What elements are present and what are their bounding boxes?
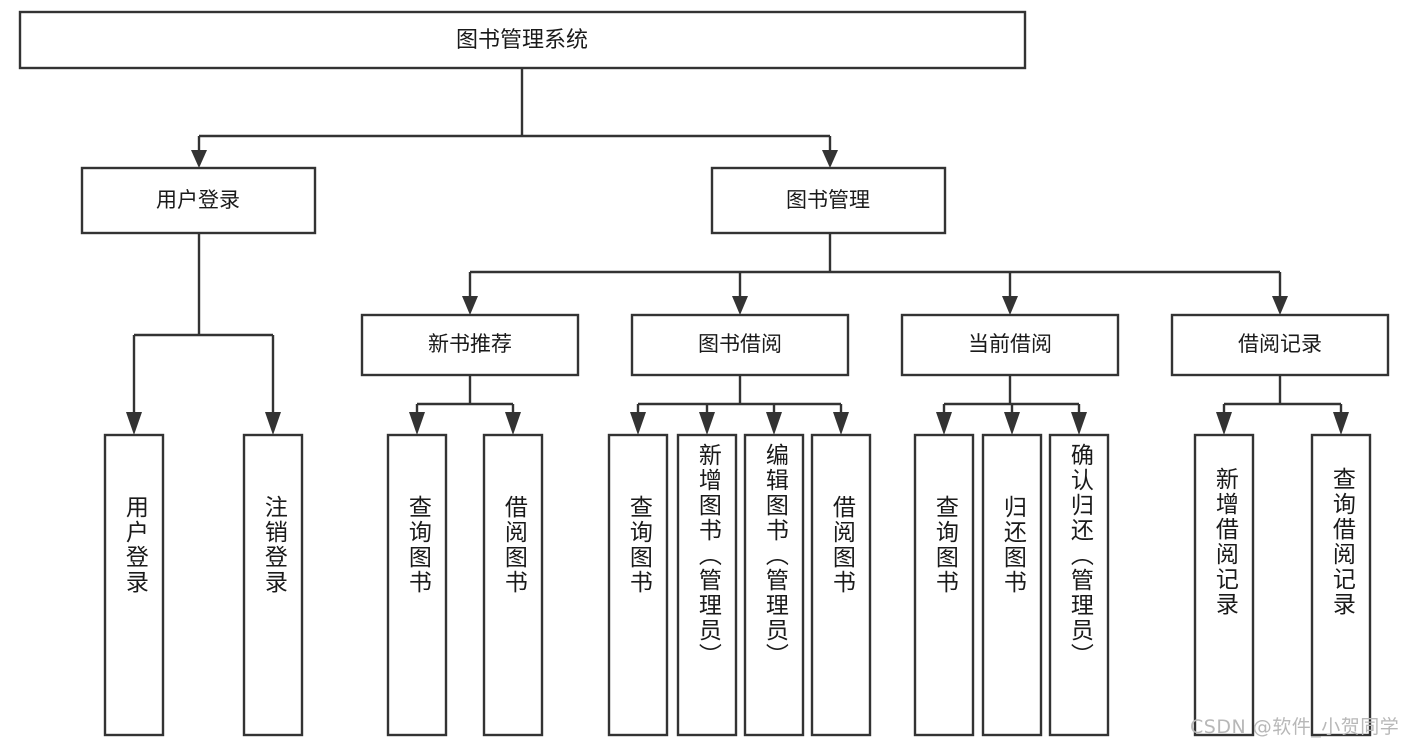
node-new-book-recommend[interactable]: 新书推荐 [360,313,580,377]
arrow-head-leaf-borrow-book-2 [833,412,849,435]
arrow-head-user-login [191,150,207,168]
arrow-head-borrow-record [1272,296,1288,315]
node-leaf-edit-book-box[interactable] [743,433,805,737]
node-leaf-query-record-box[interactable] [1310,433,1372,737]
node-borrow-record-label: 借阅记录 [1238,332,1322,356]
arrow-head-leaf-borrow-book-1 [505,412,521,435]
arrow-head-leaf-edit-book [766,412,782,435]
node-current-borrow-box[interactable] [900,313,1120,377]
node-current-borrow[interactable]: 当前借阅 [900,313,1120,377]
connector-group [126,68,1349,435]
node-user-login-label: 用户登录 [156,188,240,212]
node-root[interactable]: 图书管理系统 [18,10,1027,70]
arrow-head-leaf-query-book-3 [936,412,952,435]
node-leaf-query-book-1-box[interactable] [386,433,448,737]
arrow-head-leaf-query-book-2 [630,412,646,435]
arrow-head-book-manage [822,150,838,168]
node-book-manage-box[interactable] [710,166,947,235]
node-leaf-add-book-box[interactable] [676,433,738,737]
node-leaf-user-login-box[interactable] [103,433,165,737]
arrow-head-leaf-query-record [1333,412,1349,435]
node-leaf-query-book-2-box[interactable] [607,433,669,737]
arrow-head-leaf-confirm-return [1071,412,1087,435]
arrow-head-current-borrow [1002,296,1018,315]
node-root-box[interactable] [18,10,1027,70]
node-book-manage-label: 图书管理 [786,188,870,212]
node-leaf-return-book-box[interactable] [981,433,1043,737]
arrow-head-leaf-user-login [126,412,142,435]
arrow-head-leaf-user-logout [265,412,281,435]
node-user-login-box[interactable] [80,166,317,235]
watermark-text: CSDN @软件_小贺同学 [1190,716,1400,738]
node-leaf-query-book-3-box[interactable] [913,433,975,737]
node-book-borrow[interactable]: 图书借阅 [630,313,850,377]
arrow-head-new-book [462,296,478,315]
node-new-book-recommend-label: 新书推荐 [428,332,512,356]
arrow-head-leaf-add-book [699,412,715,435]
node-leaf-borrow-book-2-box[interactable] [810,433,872,737]
node-current-borrow-label: 当前借阅 [968,332,1052,356]
arrow-head-leaf-query-book-1 [409,412,425,435]
node-leaf-borrow-book-1-box[interactable] [482,433,544,737]
node-leaf-confirm-return-box[interactable] [1048,433,1110,737]
arrow-head-book-borrow [732,296,748,315]
node-borrow-record-box[interactable] [1170,313,1390,377]
node-leaf-user-logout-box[interactable] [242,433,304,737]
node-new-book-recommend-box[interactable] [360,313,580,377]
node-book-manage[interactable]: 图书管理 [710,166,947,235]
node-book-borrow-box[interactable] [630,313,850,377]
node-root-label: 图书管理系统 [456,28,588,53]
node-leaf-add-record-box[interactable] [1193,433,1255,737]
node-user-login[interactable]: 用户登录 [80,166,317,235]
arrow-head-leaf-return-book [1004,412,1020,435]
node-borrow-record[interactable]: 借阅记录 [1170,313,1390,377]
arrow-head-leaf-add-record [1216,412,1232,435]
node-book-borrow-label: 图书借阅 [698,332,782,356]
